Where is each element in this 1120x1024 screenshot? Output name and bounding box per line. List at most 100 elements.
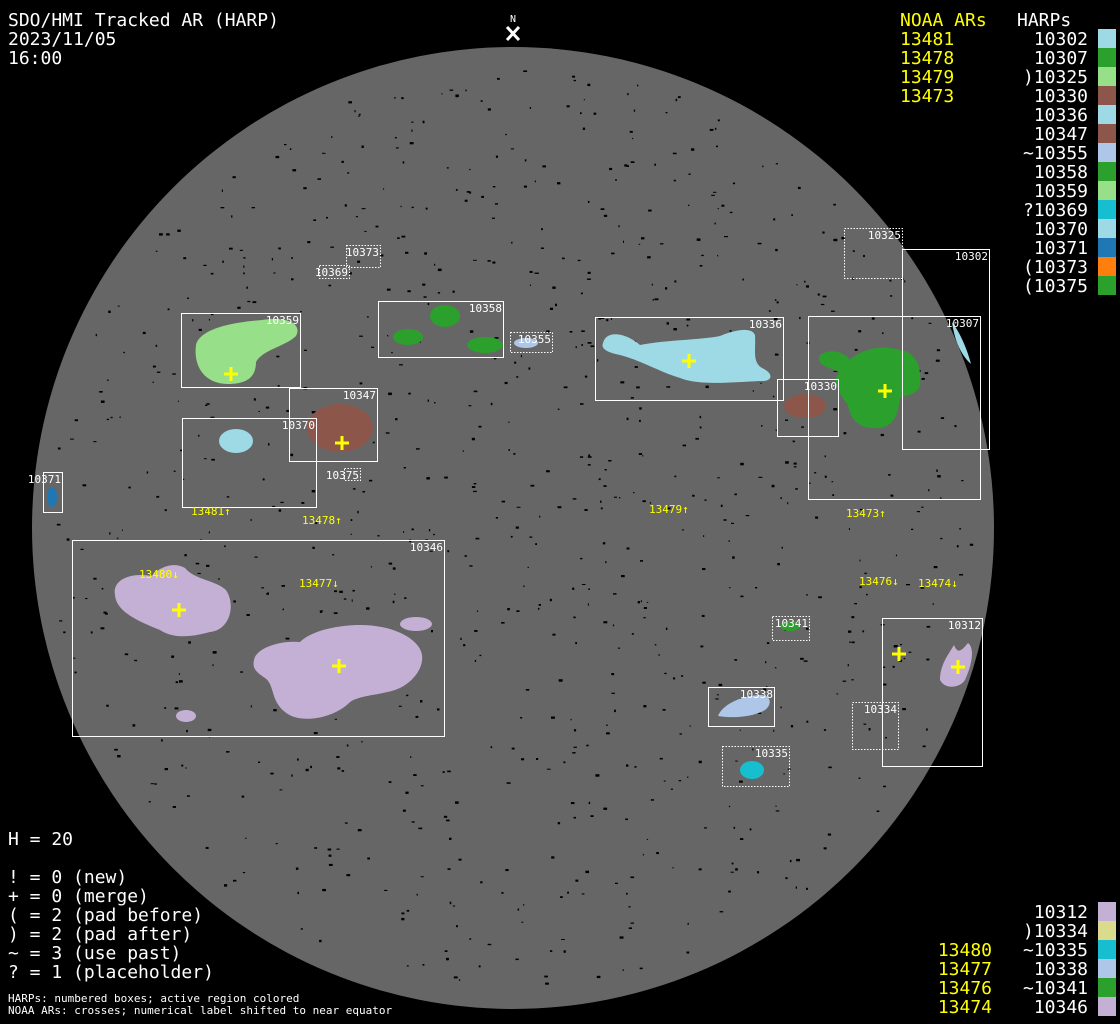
speck: [224, 545, 226, 548]
harp-box-outline: [510, 332, 553, 353]
speck: [804, 280, 806, 283]
speck: [642, 853, 644, 856]
speck: [864, 572, 867, 575]
speck: [370, 566, 372, 568]
speck: [428, 529, 431, 532]
speck: [493, 357, 497, 360]
harp-color-swatch: [1098, 959, 1116, 978]
magnetogram-specks: [56, 70, 974, 985]
speck: [525, 689, 530, 691]
speck: [419, 341, 421, 343]
harp-box-label: 10338: [740, 688, 773, 701]
speck: [848, 528, 850, 530]
speck: [400, 205, 402, 208]
speck: [863, 254, 865, 258]
speck: [185, 767, 187, 769]
speck: [164, 768, 168, 771]
noaa-label: 13480↓: [139, 568, 179, 581]
speck: [664, 672, 667, 675]
speck: [297, 758, 299, 761]
speck: [540, 247, 544, 249]
speck: [956, 545, 959, 548]
speck: [328, 854, 332, 857]
speck: [397, 237, 400, 239]
speck: [516, 376, 519, 378]
speck: [212, 651, 217, 654]
speck: [686, 318, 691, 321]
speck: [851, 679, 854, 681]
speck: [357, 260, 361, 263]
speck: [462, 450, 464, 452]
speck: [572, 587, 575, 590]
speck: [100, 627, 105, 630]
speck: [511, 747, 515, 750]
speck: [186, 795, 190, 797]
speck: [590, 345, 595, 348]
harp-color-swatch: [1098, 200, 1116, 219]
speck: [868, 728, 871, 731]
speck: [899, 659, 903, 662]
speck: [728, 587, 731, 589]
speck: [717, 119, 720, 122]
speck: [876, 810, 880, 812]
speck: [675, 98, 678, 102]
speck: [515, 958, 519, 961]
speck: [926, 625, 931, 628]
harp-box-label: 10370: [282, 419, 315, 432]
speck: [198, 328, 202, 331]
speck: [443, 815, 448, 818]
speck: [620, 381, 625, 384]
region-10330: [784, 394, 826, 418]
speck: [386, 288, 391, 291]
speck: [449, 89, 454, 91]
region-10346-d: [176, 710, 196, 722]
harp-box-10347: 10347: [289, 388, 378, 462]
speck: [549, 598, 552, 602]
harp-box-10336: 10336: [595, 317, 784, 401]
speck: [827, 833, 832, 836]
speck: [172, 806, 176, 808]
speck: [735, 760, 738, 762]
speck: [681, 529, 684, 531]
speck: [520, 354, 522, 358]
speck: [546, 470, 550, 473]
speck: [107, 379, 109, 381]
speck: [395, 418, 398, 421]
speck: [603, 807, 608, 810]
speck: [322, 888, 326, 892]
speck: [632, 137, 634, 140]
speck: [530, 284, 531, 286]
speck: [210, 313, 214, 316]
speck: [689, 725, 691, 727]
speck: [515, 526, 519, 529]
speck: [453, 976, 458, 979]
speck: [851, 616, 855, 619]
speck: [760, 382, 762, 384]
speck: [893, 645, 898, 648]
speck: [497, 77, 500, 80]
speck: [806, 594, 808, 596]
speck: [520, 717, 523, 719]
speck: [297, 891, 299, 895]
speck: [701, 254, 704, 257]
top-harp-list: 1030210307)10325103301033610347~10355103…: [1023, 29, 1116, 297]
speck: [314, 847, 318, 849]
speck: [701, 614, 705, 617]
speck: [347, 172, 350, 174]
harp-list-item: ~10355: [1023, 143, 1088, 164]
speck: [117, 755, 121, 758]
speck: [388, 781, 392, 783]
speck: [774, 299, 777, 301]
speck: [177, 229, 181, 232]
speck: [854, 348, 858, 351]
speck: [791, 214, 793, 216]
speck: [851, 641, 855, 644]
speck: [152, 365, 156, 368]
speck: [903, 657, 906, 660]
speck: [580, 112, 582, 115]
speck: [609, 167, 613, 171]
harp-list-item: )10325: [1023, 67, 1088, 88]
speck: [665, 112, 668, 114]
